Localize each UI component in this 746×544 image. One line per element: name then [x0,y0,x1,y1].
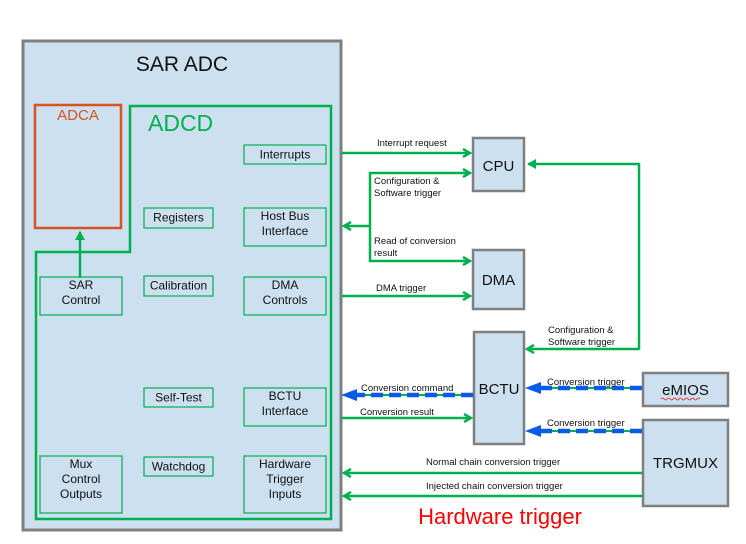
block-watchdog: Watchdog [143,456,214,477]
block-label: Interface [262,224,309,238]
block-registers: Registers [143,207,214,229]
signal-label-read-conversion-result: Read of conversion [374,236,456,247]
spellcheck-underline [660,397,701,401]
dma-block: DMA [471,248,526,311]
signal-label-conversion-result: Conversion result [360,407,434,418]
adcd-block: ADCD [34,104,333,521]
block-label: BCTU [269,389,302,403]
block-label: Trigger [266,472,304,486]
block-label: Inputs [269,487,302,501]
block-label: Outputs [60,487,102,501]
signal-label-conversion-trigger-emios: Conversion trigger [547,377,625,388]
block-label: Control [62,472,101,486]
signal-label-config-sw-trigger-cpu: Software trigger [374,188,441,199]
bctu-label: BCTU [479,381,520,398]
block-label: Interface [262,404,309,418]
block-interrupts: Interrupts [243,144,327,165]
block-label: Calibration [150,279,207,293]
block-label: SAR [69,278,94,292]
trgmux-trigger-arrowhead [525,425,541,437]
adca-title: ADCA [57,107,99,124]
connections [341,153,642,496]
trgmux-label: TRGMUX [653,455,718,472]
conversion-command-arrowhead [341,389,357,401]
block-label: DMA [272,278,299,292]
cpu-block: CPU [471,136,526,193]
block-label: Interrupts [260,148,311,162]
config-sw-trigger-cpu-line [368,173,470,226]
hardware-trigger-label: Hardware trigger [418,504,582,529]
block-label: Watchdog [152,460,206,474]
signal-label-config-sw-trigger-bctu: Configuration & [548,325,614,336]
signal-label-conversion-trigger-trgmux: Conversion trigger [547,418,625,429]
block-label: Controls [263,293,308,307]
block-label: Hardware [259,457,311,471]
block-label: Registers [153,211,204,225]
block-label: Self-Test [155,391,202,405]
cpu-label: CPU [483,158,515,175]
sar-adc-title: SAR ADC [136,53,228,76]
read-conversion-result-line [368,226,470,261]
signal-label-config-sw-trigger-bctu: Software trigger [548,337,615,348]
signal-label-dma-trigger: DMA trigger [376,283,426,294]
emios-label: eMIOS [662,382,709,399]
block-label: Mux [70,457,93,471]
block-label: Host Bus [261,209,310,223]
adca-block: ADCA [33,103,123,230]
signal-label-interrupt-request: Interrupt request [377,138,447,149]
emios-trigger-arrowhead [525,382,541,394]
signal-label-conversion-command: Conversion command [361,383,453,394]
emios-block: eMIOS [641,371,730,408]
trgmux-block: TRGMUX [641,418,730,508]
signal-label-config-sw-trigger-cpu: Configuration & [374,176,440,187]
signal-label-normal-chain-trigger: Normal chain conversion trigger [426,457,560,468]
signal-label-injected-chain-trigger: Injected chain conversion trigger [426,481,563,492]
block-label: Control [62,293,101,307]
bctu-block: BCTU [472,330,526,446]
sar-adc-block: SAR ADC [21,39,343,532]
adcd-title: ADCD [148,110,213,136]
block-calibration: Calibration [143,275,214,297]
signal-label-read-conversion-result: result [374,248,398,259]
block-self-test: Self-Test [143,387,214,408]
dma-label: DMA [482,272,515,289]
